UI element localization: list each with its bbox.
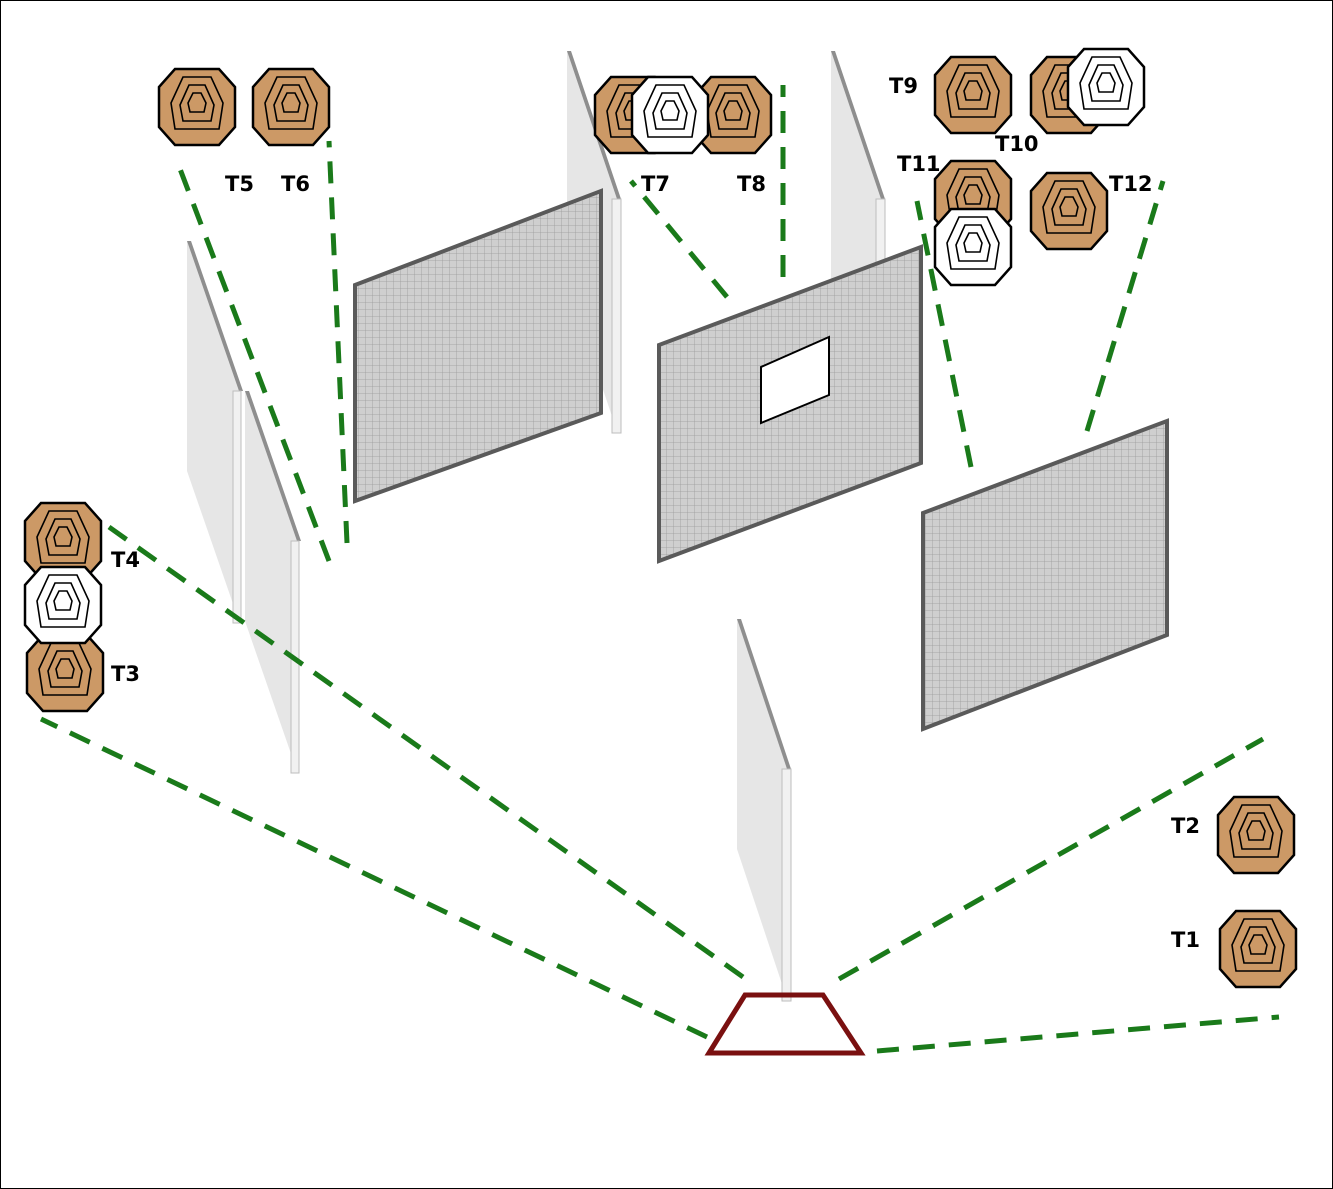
mesh-barrier-center [657,244,923,564]
target-t5 [157,67,237,147]
label-t7: T7 [641,172,670,196]
wall-left-far [187,241,243,624]
label-t2: T2 [1171,814,1200,838]
target-t6 [251,67,331,147]
shooting-box [704,992,866,1056]
label-t9: T9 [889,74,918,98]
target-t1 [1218,909,1298,989]
label-t5: T5 [225,172,254,196]
no-shoot-t11 [933,207,1013,287]
window-port [760,335,830,425]
label-t11: T11 [897,152,941,176]
wall-front-center [737,619,792,1002]
target-t9 [933,55,1013,135]
label-t1: T1 [1171,928,1200,952]
mesh-barrier-left [353,188,603,504]
target-t3 [25,633,105,713]
wall-left-near [245,391,301,774]
target-t2 [1216,795,1296,875]
no-shoot-t7 [630,75,710,155]
target-t12 [1029,171,1109,251]
label-t4: T4 [111,548,140,572]
mesh-barrier-right [921,418,1169,732]
no-shoot-t10 [1066,47,1146,127]
label-t8: T8 [737,172,766,196]
no-shoot-t3-t4 [23,565,103,645]
label-t12: T12 [1109,172,1153,196]
label-t3: T3 [111,662,140,686]
sight-lines [39,85,1280,1054]
label-t6: T6 [281,172,310,196]
label-t10: T10 [995,132,1039,156]
